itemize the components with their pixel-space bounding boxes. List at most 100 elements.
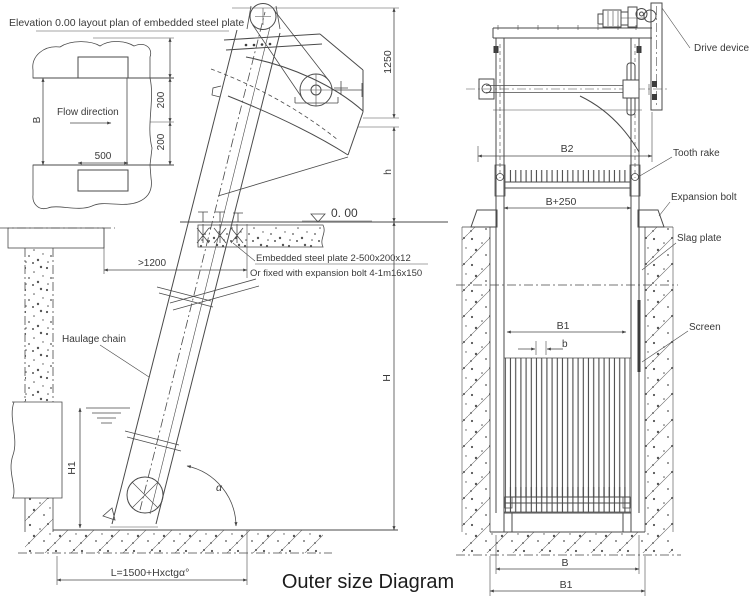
- drive-leader: [661, 7, 691, 49]
- rail-left: [111, 29, 238, 525]
- plan-end-wall: [126, 77, 153, 166]
- left-curb: [470, 209, 498, 228]
- dim-b-gap: b: [562, 339, 568, 350]
- rake-end-block: [622, 496, 631, 509]
- plate-bolts: [244, 42, 272, 47]
- left-slab: [7, 227, 105, 249]
- pulley-cross: [300, 74, 332, 106]
- note-line2: Or fixed with expansion bolt 4-1m16x150: [250, 268, 422, 279]
- left-wall-lower: [25, 498, 53, 532]
- drive-column: [650, 2, 663, 111]
- left-bearing: [478, 78, 495, 100]
- front-view: [456, 2, 691, 596]
- chain-centerline: [139, 11, 266, 511]
- deflector-curve: [579, 95, 640, 153]
- dim-b-label: B: [32, 116, 43, 123]
- page-title: Outer size Diagram: [282, 571, 454, 593]
- drive-motor: [597, 6, 657, 28]
- tooth-rake-label: Tooth rake: [673, 148, 720, 159]
- expansion-bolt-label: Expansion bolt: [671, 192, 737, 203]
- shaft-bolt-icon: [652, 94, 657, 100]
- pulley-cross: [255, 8, 271, 25]
- cross-ties: [124, 286, 214, 452]
- wall-break-wavy-edge: [10, 401, 16, 499]
- bottom-rake-beam: [505, 496, 630, 504]
- ext-line: [489, 556, 646, 596]
- embedded-plate-upper: [77, 56, 129, 79]
- screen-label: Screen: [689, 322, 721, 333]
- support-braces: [169, 156, 349, 311]
- scraper-flag: [102, 507, 116, 521]
- rake-bracket-left: [494, 164, 506, 197]
- channel-floor-front: [462, 532, 673, 553]
- rake-end-block: [504, 496, 513, 509]
- bar-gap-ticks: [535, 341, 547, 355]
- note-leader: [232, 242, 256, 262]
- tooth-rake-leader: [637, 156, 673, 178]
- bottom-sprocket: [126, 476, 164, 514]
- channel-floor: [25, 530, 323, 553]
- plan-title: Elevation 0.00 layout plan of embedded s…: [9, 17, 244, 29]
- rake-beam: [505, 181, 630, 189]
- drive-device-label: Drive device: [694, 43, 749, 54]
- slag-plate-label: Slag plate: [677, 233, 722, 244]
- right-channel-wall: [645, 227, 673, 532]
- note-line1: Embedded steel plate 2-500x200x12: [256, 253, 411, 264]
- dim-H1: H1: [66, 461, 78, 475]
- frame-posts: [495, 38, 640, 513]
- chute-curve-upper: [245, 56, 364, 112]
- expansion-bolt-leader: [658, 201, 671, 217]
- annotations: Elevation 0.00 layout plan of embedded s…: [9, 17, 749, 593]
- left-bearing-bore: [481, 83, 492, 94]
- main-shaft: [486, 85, 627, 93]
- dim-B1-bottom: B1: [560, 579, 573, 591]
- ext-line: [477, 112, 653, 162]
- screen-side-plate: [637, 300, 641, 372]
- plan-upper-wall: [32, 41, 152, 79]
- dim-h: h: [382, 169, 394, 175]
- angle-label: α: [216, 482, 223, 494]
- dim-1200: >1200: [138, 258, 167, 269]
- dim-1250: 1250: [382, 50, 394, 74]
- dim-200-lower: 200: [156, 133, 167, 150]
- dim-H: H: [381, 374, 393, 382]
- ext-line: [358, 117, 399, 128]
- level-triangle: [310, 213, 326, 223]
- rail-lug: [211, 85, 222, 98]
- dim-200-upper: 200: [156, 91, 167, 108]
- anchor-plates: [196, 224, 244, 244]
- pulley-bracket: [246, 5, 281, 30]
- sprocket-hub: [622, 79, 640, 99]
- ext-line: [503, 196, 632, 213]
- level-mark: 0. 00: [331, 206, 358, 220]
- wall-outer-edges: [461, 227, 674, 532]
- haulage-leader: [99, 344, 150, 378]
- top-beam: [492, 27, 652, 39]
- embedded-plate-lower: [77, 169, 129, 192]
- slag-plate-leader: [641, 242, 677, 271]
- bolt-stems: [495, 42, 640, 60]
- plan-detail: [32, 30, 229, 210]
- screen-leader: [641, 330, 689, 363]
- ground-band: [198, 225, 323, 247]
- side-elevation: [0, 3, 448, 585]
- right-curb: [637, 209, 665, 228]
- sprocket-cross: [131, 481, 159, 509]
- drive-belt: [252, 9, 330, 100]
- left-channel-wall: [462, 227, 490, 532]
- dim-B1-mid: B1: [557, 320, 570, 332]
- dim-B250: B+250: [546, 196, 577, 208]
- pulley-mount: [294, 81, 363, 104]
- left-wall: [25, 248, 53, 402]
- chute-curve-hidden: [210, 68, 339, 141]
- bottom-rake-teeth: [507, 487, 629, 497]
- shaft-bolt-icon: [652, 81, 657, 87]
- support-legs: [198, 211, 243, 222]
- wall-break-box: [12, 402, 62, 498]
- chute-curve-lower: [227, 95, 349, 156]
- rail-right: [155, 32, 281, 525]
- screen-bars: [505, 358, 630, 512]
- water-level-symbol: [86, 407, 130, 424]
